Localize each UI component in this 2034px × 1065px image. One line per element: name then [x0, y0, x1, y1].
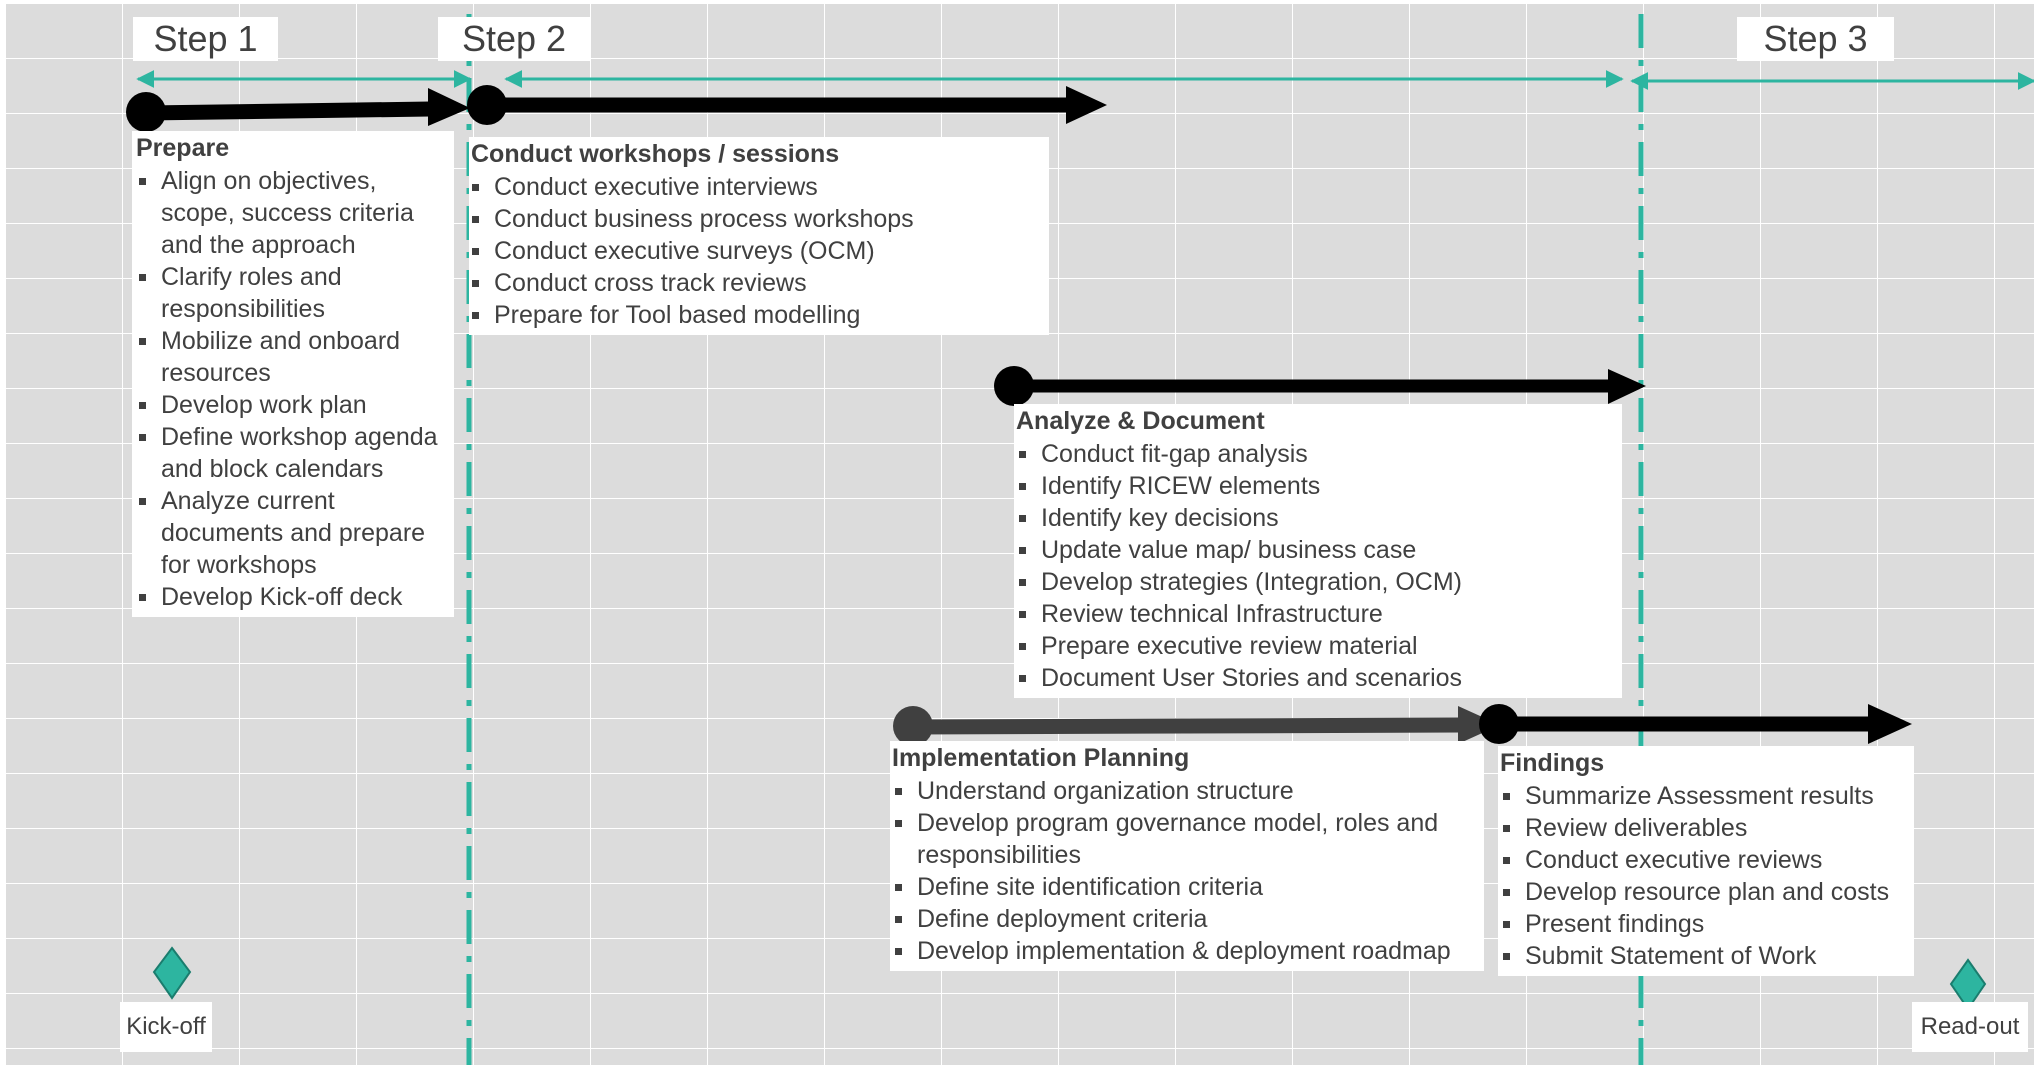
kickoff-milestone-diamond: [152, 946, 192, 1000]
workshops-arrowhead: [1066, 86, 1107, 124]
phase-title: Prepare: [136, 134, 230, 162]
list-item: Develop strategies (Integration, OCM): [1016, 566, 1622, 598]
analyze-arrowhead: [1608, 369, 1646, 404]
list-item: Identify RICEW elements: [1016, 470, 1622, 502]
phase-item-list: Conduct fit-gap analysis Identify RICEW …: [1016, 438, 1622, 694]
findings-arrowhead: [1868, 704, 1912, 744]
list-item: Define workshop agenda and block calenda…: [136, 421, 454, 485]
list-item: Develop implementation & deployment road…: [892, 935, 1484, 967]
list-item: Summarize Assessment results: [1500, 780, 1914, 812]
list-item: Conduct business process workshops: [469, 203, 1049, 235]
phase-title: Implementation Planning: [892, 744, 1190, 772]
list-item: Define deployment criteria: [892, 903, 1484, 935]
phase-item-list: Understand organization structure Develo…: [892, 775, 1484, 967]
list-item: Conduct executive reviews: [1500, 844, 1914, 876]
list-item: Conduct fit-gap analysis: [1016, 438, 1622, 470]
phase-item-list: Conduct executive interviews Conduct bus…: [469, 171, 1049, 331]
list-item: Conduct cross track reviews: [469, 267, 1049, 299]
list-item: Conduct executive interviews: [469, 171, 1049, 203]
list-item: Analyze current documents and prepare fo…: [136, 485, 454, 581]
phase-analyze-document: Analyze & Document Conduct fit-gap analy…: [1014, 404, 1622, 698]
phase-title: Conduct workshops / sessions: [471, 140, 840, 168]
list-item: Develop resource plan and costs: [1500, 876, 1914, 908]
list-item: Identify key decisions: [1016, 502, 1622, 534]
phase-implementation-planning: Implementation Planning Understand organ…: [890, 741, 1484, 971]
list-item: Prepare for Tool based modelling: [469, 299, 1049, 331]
list-item: Present findings: [1500, 908, 1914, 940]
list-item: Conduct executive surveys (OCM): [469, 235, 1049, 267]
phase-findings: Findings Summarize Assessment results Re…: [1498, 746, 1914, 976]
list-item: Review technical Infrastructure: [1016, 598, 1622, 630]
list-item: Document User Stories and scenarios: [1016, 662, 1622, 694]
list-item: Understand organization structure: [892, 775, 1484, 807]
prepare-arrow-shaft: [145, 101, 431, 121]
step-1-label: Step 1: [133, 17, 278, 61]
implementation-arrow-shaft: [912, 717, 1463, 735]
step-3-label: Step 3: [1737, 17, 1894, 61]
list-item: Prepare executive review material: [1016, 630, 1622, 662]
list-item: Develop Kick-off deck: [136, 581, 454, 613]
readout-milestone-label: Read-out: [1912, 1002, 2028, 1052]
implementation-arrowhead: [1458, 706, 1500, 744]
list-item: Define site identification criteria: [892, 871, 1484, 903]
list-item: Submit Statement of Work: [1500, 940, 1914, 972]
phase-item-list: Align on objectives, scope, success crit…: [136, 165, 454, 613]
prepare-arrowhead: [428, 88, 470, 126]
phase-title: Findings: [1500, 749, 1605, 777]
phase-title: Analyze & Document: [1016, 407, 1265, 435]
kickoff-milestone-label: Kick-off: [120, 1002, 212, 1052]
list-item: Align on objectives, scope, success crit…: [136, 165, 454, 261]
step-2-label: Step 2: [438, 17, 590, 61]
phase-item-list: Summarize Assessment results Review deli…: [1500, 780, 1914, 972]
list-item: Review deliverables: [1500, 812, 1914, 844]
phase-conduct-workshops: Conduct workshops / sessions Conduct exe…: [469, 137, 1049, 335]
list-item: Update value map/ business case: [1016, 534, 1622, 566]
list-item: Mobilize and onboard resources: [136, 325, 454, 389]
list-item: Develop program governance model, roles …: [892, 807, 1484, 871]
list-item: Clarify roles and responsibilities: [136, 261, 454, 325]
list-item: Develop work plan: [136, 389, 454, 421]
phase-prepare: Prepare Align on objectives, scope, succ…: [132, 131, 454, 617]
